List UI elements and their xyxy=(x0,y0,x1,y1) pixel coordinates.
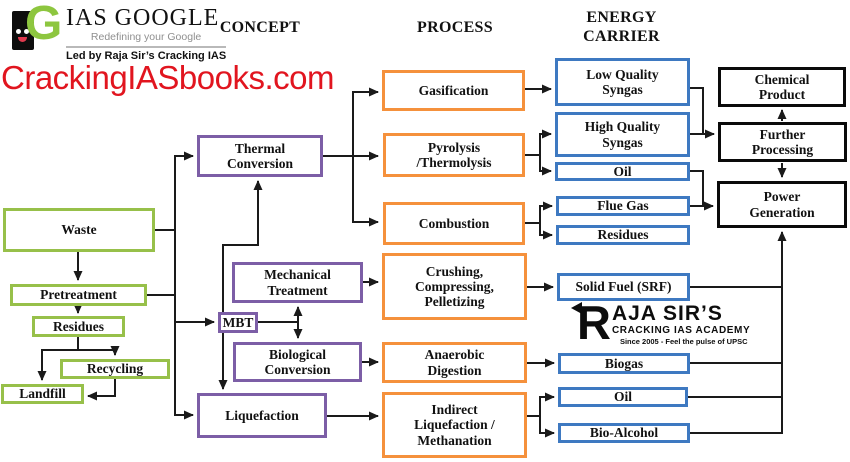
node-mbt: MBT xyxy=(218,312,258,333)
edge-thermal-combustion xyxy=(352,156,379,227)
node-oil-top: Oil xyxy=(555,162,690,181)
edge-mbt-mechanical-treatment xyxy=(258,306,303,323)
edge-waste-thermal-conversion xyxy=(155,151,194,231)
edge-recycling-landfill xyxy=(87,379,116,401)
watermark-text: AJA SIR’S CRACKING IAS ACADEMY Since 200… xyxy=(612,301,750,346)
website-url-text: CrackingIASbooks.com xyxy=(1,59,334,96)
node-landfill: Landfill xyxy=(1,384,84,404)
node-liquefaction: Liquefaction xyxy=(197,393,327,438)
node-pyrolysis: Pyrolysis /Thermolysis xyxy=(383,133,525,177)
edge-oil-merge xyxy=(690,170,704,206)
node-gasification: Gasification xyxy=(382,70,525,111)
logo-mouth-icon xyxy=(18,37,27,42)
node-crushing: Crushing, Compressing, Pelletizing xyxy=(382,253,527,320)
edge-bioalcohol-power-generation xyxy=(690,231,787,434)
node-pretreatment: Pretreatment xyxy=(10,284,147,306)
node-recycling: Recycling xyxy=(60,359,170,379)
logo-tagline: Led by Raja Sir’s Cracking IAS xyxy=(66,50,227,62)
logo-g-letter: G xyxy=(25,0,63,50)
node-thermal-conversion: Thermal Conversion xyxy=(197,135,323,177)
node-waste: Waste xyxy=(3,208,155,252)
edge-thermal-gasification xyxy=(323,87,379,157)
watermark-big-r: R xyxy=(577,296,611,349)
node-low-quality-syngas: Low Quality Syngas xyxy=(555,58,690,106)
node-biological-conversion: Biological Conversion xyxy=(233,342,362,382)
logo-eye-icon xyxy=(16,29,21,34)
node-mechanical-treatment: Mechanical Treatment xyxy=(232,262,363,303)
node-high-quality-syngas: High Quality Syngas xyxy=(555,112,690,157)
logo-eye-icon xyxy=(24,29,29,34)
node-residues-blue: Residues xyxy=(556,225,690,245)
node-biogas: Biogas xyxy=(558,353,690,374)
watermark-name: AJA SIR’S xyxy=(611,302,723,325)
edge-pyrolysis-hqs xyxy=(525,129,552,156)
edge-indirect-oil xyxy=(527,392,555,417)
edge-indirect-bio-alcohol xyxy=(539,416,555,438)
ias-google-logo: G IAS GOOGLE Redefining your Google Led … xyxy=(8,0,227,62)
node-indirect-liquefaction: Indirect Liquefaction / Methanation xyxy=(382,392,527,458)
edge-residues-recycling xyxy=(78,346,120,356)
watermark-academy: CRACKING IAS ACADEMY xyxy=(611,325,751,336)
logo-subtitle: Redefining your Google xyxy=(66,31,227,48)
raja-sirs-watermark: R AJA SIR’S CRACKING IAS ACADEMY Since 2… xyxy=(571,296,750,349)
node-combustion: Combustion xyxy=(383,202,525,245)
column-header-process: PROCESS xyxy=(417,19,493,36)
edge-mbt-thermal-conversion xyxy=(222,180,263,312)
node-oil-bottom: Oil xyxy=(558,387,688,407)
edge-residues-landfill xyxy=(37,337,79,381)
node-power-generation: Power Generation xyxy=(717,181,847,228)
edge-collector-liquefaction xyxy=(174,322,194,420)
node-flue-gas: Flue Gas xyxy=(556,196,690,216)
node-anaerobic-digestion: Anaerobic Digestion xyxy=(382,342,527,383)
column-header-energy-carrier: ENERGY CARRIER xyxy=(583,9,660,45)
node-bio-alcohol: Bio-Alcohol xyxy=(558,423,690,443)
edge-combustion-flue-gas xyxy=(525,201,553,224)
column-header-concept: CONCEPT xyxy=(219,19,301,36)
node-chemical-product: Chemical Product xyxy=(718,67,846,107)
node-further-processing: Further Processing xyxy=(718,122,847,162)
node-residues-green: Residues xyxy=(32,316,125,337)
node-solid-fuel-srf: Solid Fuel (SRF) xyxy=(557,273,690,301)
watermark-arrow-icon xyxy=(571,302,582,314)
watermark-slogan: Since 2005 - Feel the pulse of UPSC xyxy=(619,337,748,346)
logo-i-bar xyxy=(12,11,34,50)
edge-lqs-merge xyxy=(690,87,704,134)
edge-pyrolysis-oil xyxy=(539,155,552,176)
logo-text: IAS GOOGLE Redefining your Google Led by… xyxy=(66,5,227,62)
edge-collector-mbt xyxy=(174,230,215,327)
edge-combustion-residues xyxy=(539,223,553,240)
ias-google-logo-icon: G xyxy=(8,0,66,57)
logo-title: IAS GOOGLE xyxy=(66,5,220,31)
